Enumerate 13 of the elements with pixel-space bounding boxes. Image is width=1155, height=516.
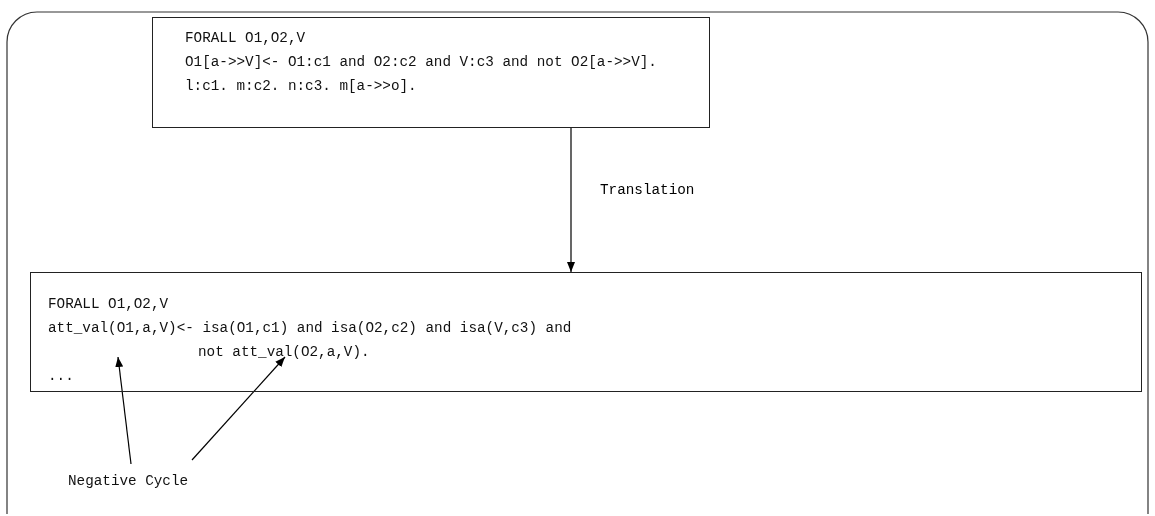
code-line: l:c1. m:c2. n:c3. m[a->>o]. (185, 77, 417, 95)
code-line: FORALL O1,O2,V (48, 295, 169, 313)
code-line: not att_val(O2,a,V). (198, 343, 370, 361)
code-box (30, 272, 1142, 392)
leader-arrow (115, 356, 132, 465)
code-line: ... (48, 367, 74, 385)
leader-arrow (191, 356, 286, 461)
code-line: FORALL O1,O2,V (185, 29, 306, 47)
callout-text: Negative Cycle (68, 472, 189, 490)
arrow (567, 127, 575, 273)
code-line: O1[a->>V]<- O1:c1 and O2:c2 and V:c3 and not O2[a->>V]. (185, 53, 657, 71)
code-box (152, 17, 710, 128)
code-line: att_val(O1,a,V)<- isa(O1,c1) and isa(O2,c2) and isa(V,c3) and (48, 319, 572, 337)
